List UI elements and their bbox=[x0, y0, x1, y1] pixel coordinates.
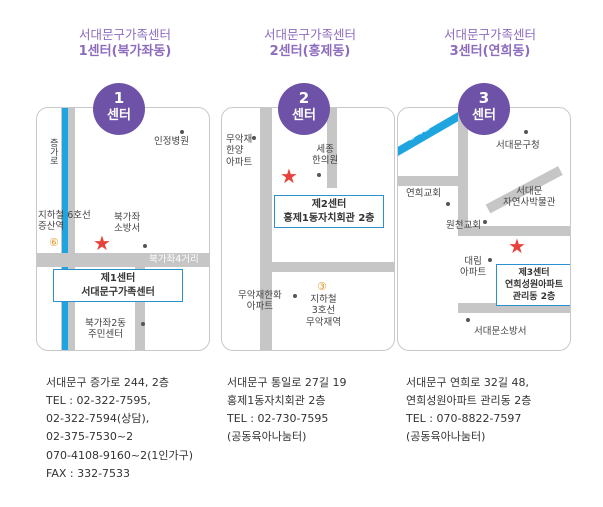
info-line: 02-375-7530~2 bbox=[46, 430, 134, 444]
line-3-badge: ③ bbox=[317, 280, 327, 293]
road-side bbox=[135, 267, 145, 350]
info-line: 서대문구 증가로 244, 2층 bbox=[46, 376, 169, 389]
road-lower bbox=[458, 303, 570, 313]
apt-dot bbox=[488, 258, 492, 262]
church1-label: 연희교회 bbox=[406, 188, 441, 199]
center-3-title: 서대문구가족센터 bbox=[443, 27, 536, 42]
center-2-map: 무악재 한양 아파트 세종 한의원 ★ 제2센터 홍제1동자치회관 2층 ③ 무… bbox=[221, 107, 395, 351]
center-3-map: 홍제천 서대문구청 연희교회 서대문 자연사박물관 원천교회 ★ 대림 아파트 … bbox=[397, 107, 571, 351]
badge-label: 센터 bbox=[292, 107, 316, 123]
center-2-column: 서대문구가족센터 2센터(홍제동) 무악재 한양 아파트 세종 한의원 ★ 제2… bbox=[215, 0, 405, 507]
info-line: (공동육아나눔터) bbox=[227, 430, 307, 444]
info-line: FAX : 332-7533 bbox=[46, 466, 131, 480]
hospital-dot bbox=[180, 130, 184, 134]
road-label: 증가로 bbox=[47, 138, 58, 165]
clinic-dot bbox=[317, 173, 321, 177]
center-3-star-icon: ★ bbox=[508, 234, 526, 258]
center-1-star-icon: ★ bbox=[93, 231, 111, 255]
community-center-dot bbox=[141, 322, 145, 326]
info-line: 02-322-7594(상담), bbox=[46, 412, 150, 426]
info-line: TEL : 02-730-7595 bbox=[227, 412, 329, 426]
center-3-location-box: 제3센터 연희성원아파트 관리동 2층 bbox=[496, 264, 570, 307]
info-line: TEL : 02-322-7595, bbox=[46, 394, 151, 408]
info-line: 연희성원아파트 관리동 2층 bbox=[406, 394, 532, 408]
badge-label: 센터 bbox=[472, 107, 496, 123]
subway-line-6 bbox=[62, 108, 68, 350]
apt1-label: 무악재 한양 아파트 bbox=[226, 134, 253, 168]
info-line: TEL : 070-8822-7597 bbox=[406, 412, 522, 426]
info-line: 서대문구 통일로 27길 19 bbox=[227, 376, 347, 389]
fire-station-dot bbox=[143, 244, 147, 248]
badge-number: 1 bbox=[113, 89, 125, 107]
center-3-info: 서대문구 연희로 32길 48, 연희성원아파트 관리동 2층 TEL : 07… bbox=[406, 374, 603, 447]
info-line: 070-4108-9160~2(1인가구) bbox=[46, 448, 194, 462]
center-1-info: 서대문구 증가로 244, 2층 TEL : 02-322-7595, 02-3… bbox=[46, 374, 246, 483]
apt1-dot bbox=[252, 136, 256, 140]
road-upper bbox=[327, 108, 337, 188]
apt-label: 대림 아파트 bbox=[460, 256, 487, 279]
fire-station-label: 서대문소방서 bbox=[474, 326, 527, 337]
center-1-column: 서대문구가족센터 1센터(북가좌동) 증가로 인정병원 지하철 6호선 증산역 … bbox=[30, 0, 220, 507]
community-center-label: 북가좌2동 주민센터 bbox=[85, 318, 127, 341]
office-dot bbox=[524, 130, 528, 134]
center-3-subtitle: 3센터(연희동) bbox=[449, 44, 531, 59]
center-2-badge: 2 센터 bbox=[278, 83, 330, 135]
center-1-title: 서대문구가족센터 bbox=[78, 27, 171, 42]
crossroad-label: 북가좌4거리 bbox=[149, 254, 199, 265]
center-1-location-box: 제1센터 서대문구가족센터 bbox=[53, 269, 183, 302]
center-3-badge: 3 센터 bbox=[458, 83, 510, 135]
station-label: 지하철 6호선 증산역 bbox=[38, 210, 91, 233]
road-vertical bbox=[458, 108, 468, 236]
office-label: 서대문구청 bbox=[496, 140, 540, 151]
fire-station-dot bbox=[466, 318, 470, 322]
center-2-location-box: 제2센터 홍제1동자치회관 2층 bbox=[274, 195, 384, 228]
center-2-title: 서대문구가족센터 bbox=[263, 27, 356, 42]
info-line: 서대문구 연희로 32길 48, bbox=[406, 376, 529, 389]
road-horizontal bbox=[37, 253, 209, 267]
church1-dot bbox=[446, 202, 450, 206]
center-2-info: 서대문구 통일로 27길 19 홍제1동자치회관 2층 TEL : 02-730… bbox=[227, 374, 427, 447]
road-horizontal bbox=[260, 262, 394, 272]
clinic-label: 세종 한의원 bbox=[312, 144, 339, 167]
church2-dot bbox=[483, 220, 487, 224]
road-middle bbox=[458, 226, 570, 236]
fire-station-label: 북가좌 소방서 bbox=[114, 212, 141, 235]
badge-number: 2 bbox=[298, 89, 310, 107]
museum-label: 서대문 자연사박물관 bbox=[503, 186, 556, 209]
badge-number: 3 bbox=[478, 89, 490, 107]
center-1-map: 증가로 인정병원 지하철 6호선 증산역 ⑥ 북가좌 소방서 ★ 북가좌4거리 … bbox=[36, 107, 210, 351]
center-1-subtitle: 1센터(북가좌동) bbox=[78, 44, 172, 59]
hospital-label: 인정병원 bbox=[154, 136, 189, 147]
center-3-column: 서대문구가족센터 3센터(연희동) 홍제천 서대문구청 연희교회 서대문 자연사… bbox=[395, 0, 585, 507]
apt2-label: 무악재한화 아파트 bbox=[238, 290, 282, 313]
station-label: 지하철 3호선 무악재역 bbox=[306, 294, 341, 328]
center-1-badge: 1 센터 bbox=[93, 83, 145, 135]
apt2-dot bbox=[293, 294, 297, 298]
road-upper bbox=[398, 176, 468, 186]
info-line: (공동육아나눔터) bbox=[406, 430, 486, 444]
badge-label: 센터 bbox=[107, 107, 131, 123]
church2-label: 원천교회 bbox=[446, 220, 481, 231]
info-line: 홍제1동자치회관 2층 bbox=[227, 394, 326, 408]
road-vertical bbox=[260, 108, 272, 350]
line-6-badge: ⑥ bbox=[49, 236, 59, 249]
center-2-star-icon: ★ bbox=[280, 164, 298, 188]
center-2-subtitle: 2센터(홍제동) bbox=[269, 44, 351, 59]
